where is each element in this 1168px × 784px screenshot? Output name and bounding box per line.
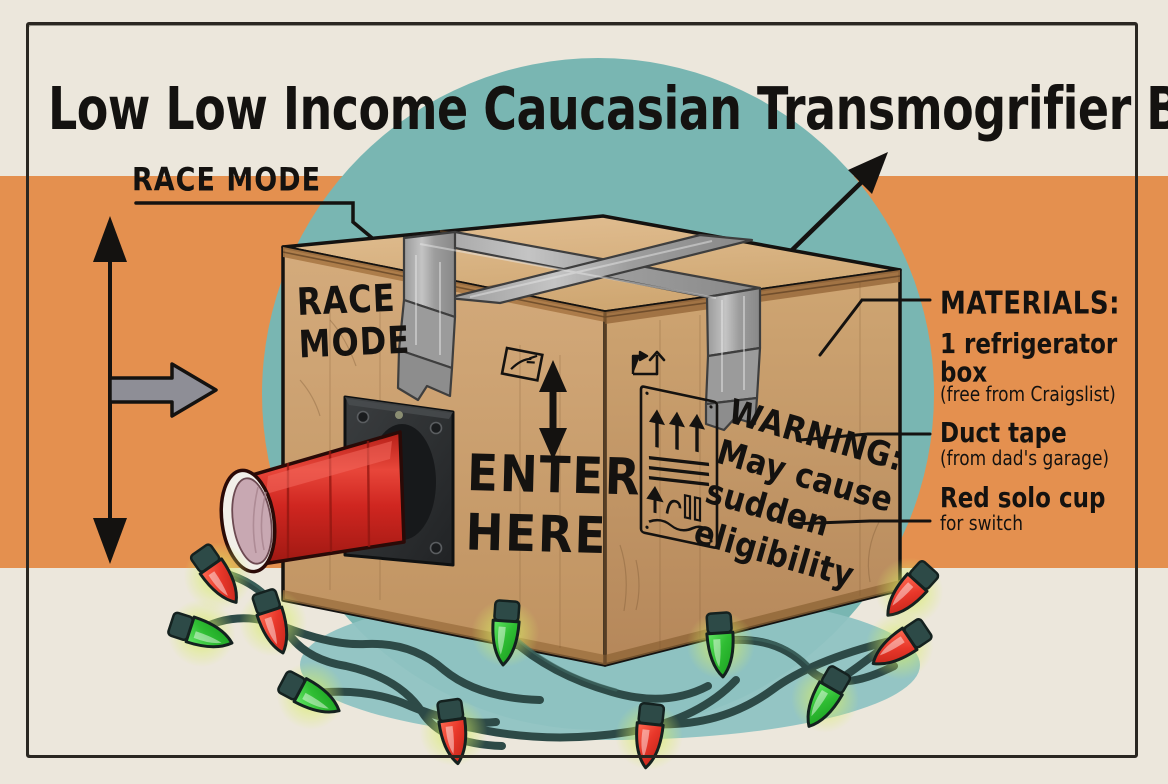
light-bulb-red [183, 542, 252, 611]
materials-item: Duct tape (from dad's garage) [940, 417, 1154, 472]
light-bulb-red [614, 701, 683, 770]
race-mode-leader-line [134, 201, 385, 249]
materials-item-sub: (from dad's garage) [940, 447, 1110, 472]
light-bulb-red [865, 611, 934, 680]
this-way-up-small-icon [631, 350, 666, 376]
diagonal-pointer-arrow-icon [787, 152, 888, 255]
materials-heading: MATERIALS: [940, 286, 1120, 322]
box-label-enter-line2: HERE [464, 502, 609, 566]
materials-item-main: Red solo cup [940, 482, 1106, 514]
materials-annotation-block: MATERIALS: 1 refrigerator box (free from… [940, 286, 1154, 549]
box-label-enter-here: ENTER HERE [465, 443, 643, 566]
materials-item-sub: (free from Craigslist) [940, 382, 1116, 407]
materials-item-main: 1 refrigerator box [940, 328, 1118, 390]
red-solo-cup-switch-icon [219, 430, 406, 574]
box-label-enter-line1: ENTER [466, 443, 643, 507]
cardboard-box [219, 214, 902, 667]
materials-item: 1 refrigerator box (free from Craigslist… [940, 328, 1154, 406]
fragile-glass-icon [500, 346, 544, 382]
light-bulb-green [791, 664, 859, 733]
box-label-race-mode-line2: MODE [297, 317, 412, 367]
materials-item-main: Duct tape [940, 417, 1067, 450]
light-bulb-green [686, 610, 755, 679]
light-bulb-green [167, 599, 236, 668]
materials-item-sub: for switch [940, 512, 1024, 537]
box-label-race-mode: RACE MODE [296, 275, 412, 367]
materials-item: Red solo cup for switch [940, 482, 1154, 537]
materials-leader-lines [788, 298, 932, 526]
race-mode-callout-label: RACE MODE [132, 162, 322, 199]
gray-right-arrow-icon [108, 362, 218, 418]
page-title: Low Low Income Caucasian Transmogrifier … [48, 74, 1168, 144]
light-bulb-red [875, 557, 944, 626]
light-bulbs-group [167, 542, 944, 770]
duct-tape-cross [396, 230, 762, 432]
light-bulb-green [276, 661, 345, 730]
front-face-up-down-arrow-icon [539, 360, 567, 460]
light-bulb-green [471, 598, 540, 667]
light-bulb-red [239, 588, 308, 657]
this-way-up-label-icon [639, 385, 719, 549]
light-bulb-red [419, 697, 488, 766]
